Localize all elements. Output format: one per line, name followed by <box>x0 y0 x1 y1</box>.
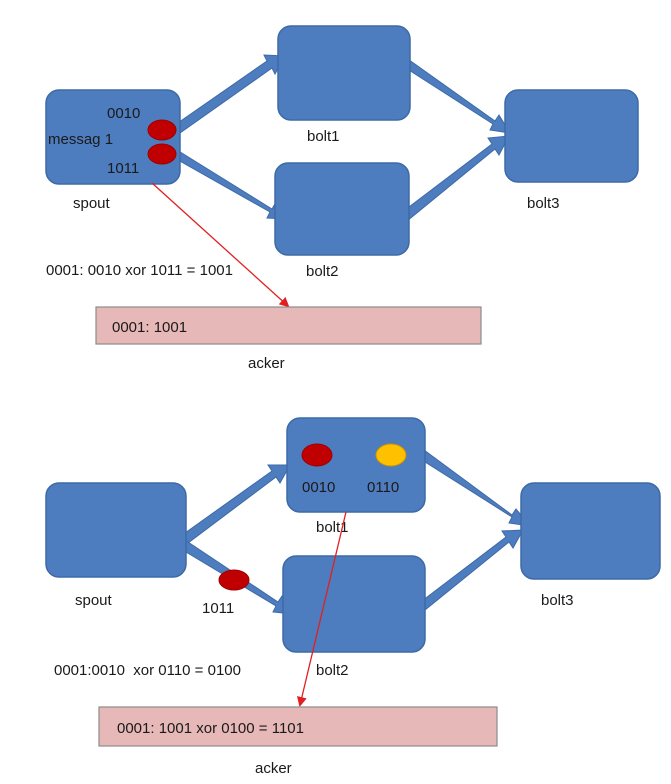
acker-label: acker <box>248 355 285 372</box>
diagram-1: 0010 messag 1 1011 spout bolt1 bolt2 bol… <box>45 25 639 372</box>
tuple-token-1011 <box>147 143 177 165</box>
bolt2-node <box>282 555 426 653</box>
spout-label: spout <box>73 195 111 212</box>
tuple-token-1011 <box>218 569 250 591</box>
spout-label: spout <box>75 592 113 609</box>
bolt1-label: bolt1 <box>316 519 349 536</box>
xor-equation: 0001: 0010 xor 1011 = 1001 <box>46 262 233 279</box>
token-label-0010: 0010 <box>302 479 335 496</box>
message-label: messag 1 <box>48 131 113 148</box>
bolt1-node <box>277 25 411 121</box>
ack-arrow-spout-to-acker <box>151 182 290 308</box>
tuple-token-0010 <box>147 119 177 141</box>
tuple-id-0010: 0010 <box>107 105 140 122</box>
tuple-token-0110 <box>375 443 407 467</box>
tuple-token-0010 <box>301 443 333 467</box>
acker-value: 0001: 1001 <box>112 319 187 336</box>
bolt2-node <box>274 162 410 256</box>
bolt3-label: bolt3 <box>527 195 560 212</box>
bolt2-label: bolt2 <box>306 263 339 280</box>
acker-box <box>95 306 482 345</box>
diagram-2: 0010 0110 1011 spout bolt1 bolt2 bolt3 0… <box>45 417 661 777</box>
tuple-id-1011: 1011 <box>107 160 139 177</box>
arrow-spout-to-bolt2 <box>170 149 289 220</box>
bolt1-label: bolt1 <box>307 128 340 145</box>
bolt1-node <box>286 417 426 513</box>
spout-node <box>45 482 187 578</box>
arrow-spout-to-bolt1 <box>177 464 291 547</box>
arrow-bolt1-to-bolt3 <box>413 446 532 527</box>
token-label-1011: 1011 <box>202 600 234 617</box>
spout-node <box>45 89 181 185</box>
token-label-0110: 0110 <box>367 479 399 496</box>
acker-value: 0001: 1001 xor 0100 = 1101 <box>117 720 304 737</box>
arrow-bolt2-to-bolt3 <box>400 135 510 222</box>
bolt3-label: bolt3 <box>541 592 574 609</box>
arrow-spout-to-bolt1 <box>171 54 286 134</box>
xor-equation: 0001:0010 xor 0110 = 0100 <box>54 662 241 679</box>
bolt3-node <box>520 482 661 580</box>
bolt3-node <box>504 89 639 183</box>
ack-arrow-bolt1-to-acker <box>296 511 347 707</box>
bolt2-label: bolt2 <box>316 662 349 679</box>
arrow-bolt1-to-bolt3 <box>400 56 511 134</box>
acker-label: acker <box>255 760 292 777</box>
acker-box <box>98 706 498 747</box>
arrow-bolt2-to-bolt3 <box>413 529 524 615</box>
